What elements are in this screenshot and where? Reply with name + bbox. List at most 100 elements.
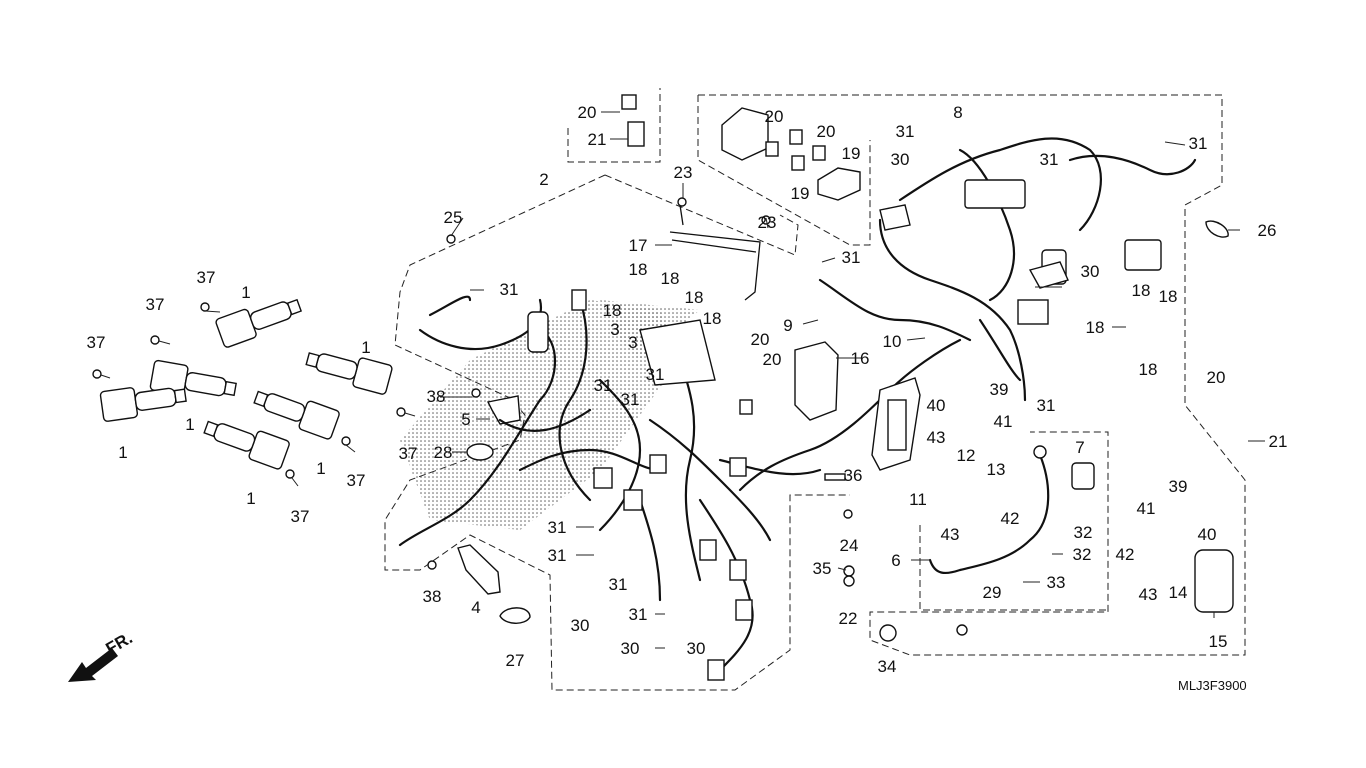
callout-31: 31 xyxy=(548,546,567,565)
callout-36: 36 xyxy=(844,466,863,485)
terminal-7 xyxy=(1071,462,1095,490)
callout-18: 18 xyxy=(703,309,722,328)
bolt-37-b xyxy=(150,335,171,345)
callout-37: 37 xyxy=(291,507,310,526)
callout-1: 1 xyxy=(246,489,255,508)
callout-39: 39 xyxy=(990,380,1009,399)
callout-28: 28 xyxy=(434,443,453,462)
callout-18: 18 xyxy=(603,301,622,320)
callout-18: 18 xyxy=(629,260,648,279)
ignition-coil-bottom xyxy=(203,420,290,470)
sub-harness-17 xyxy=(669,197,771,301)
callout-3: 3 xyxy=(610,320,619,339)
bolt-37-a xyxy=(200,302,221,313)
fuse-box-15 xyxy=(1194,549,1234,613)
callout-29: 29 xyxy=(983,583,1002,602)
callout-31: 31 xyxy=(609,575,628,594)
bracket-5 xyxy=(486,395,521,425)
callout-24: 24 xyxy=(840,536,859,555)
callout-14: 14 xyxy=(1169,583,1188,602)
callout-15: 15 xyxy=(1209,632,1228,651)
callout-30: 30 xyxy=(687,639,706,658)
relay-box xyxy=(721,107,861,201)
callout-6: 6 xyxy=(891,551,900,570)
callout-12: 12 xyxy=(957,446,976,465)
right-wire-harness xyxy=(818,137,1197,402)
callout-20: 20 xyxy=(751,330,770,349)
callout-7: 7 xyxy=(1075,438,1084,457)
callout-18: 18 xyxy=(1086,318,1105,337)
callout-43: 43 xyxy=(1139,585,1158,604)
ignition-coil-left-low xyxy=(99,387,187,422)
callout-43: 43 xyxy=(927,428,946,447)
callout-37: 37 xyxy=(197,268,216,287)
bolt-37-d xyxy=(396,407,416,417)
callout-20: 20 xyxy=(763,350,782,369)
callout-37: 37 xyxy=(399,444,418,463)
callout-16: 16 xyxy=(851,349,870,368)
callout-19: 19 xyxy=(842,144,861,163)
callout-18: 18 xyxy=(685,288,704,307)
ignition-coil-left-mid xyxy=(149,359,237,397)
grommet-34 xyxy=(879,624,897,642)
bolt-36 xyxy=(824,473,846,481)
small-parts xyxy=(446,220,1229,642)
callout-27: 27 xyxy=(506,651,525,670)
callout-18: 18 xyxy=(661,269,680,288)
group-outlines xyxy=(384,88,1246,691)
callout-43: 43 xyxy=(941,525,960,544)
callout-19: 19 xyxy=(791,184,810,203)
callout-21: 21 xyxy=(588,130,607,149)
bracket-4 xyxy=(457,544,501,595)
callout-13: 13 xyxy=(987,460,1006,479)
leader-lines xyxy=(440,111,1265,649)
rivet-24 xyxy=(843,509,853,519)
callout-26: 26 xyxy=(1258,221,1277,240)
front-direction-arrow: FR. xyxy=(68,628,136,682)
bolt-37-f xyxy=(285,469,299,487)
ignition-coil-right-mid xyxy=(253,390,340,440)
ground-cable-outline xyxy=(919,525,1108,611)
callout-38: 38 xyxy=(427,387,446,406)
right-harness-outline xyxy=(698,94,1246,656)
bolt-37-e xyxy=(341,436,356,453)
callout-9: 9 xyxy=(783,316,792,335)
ignition-coils xyxy=(99,298,393,470)
relay-inset xyxy=(621,94,645,147)
callout-37: 37 xyxy=(347,471,366,490)
clip-22 xyxy=(843,575,855,587)
relay-inset-outline xyxy=(567,88,661,163)
callout-18: 18 xyxy=(1132,281,1151,300)
callout-31: 31 xyxy=(1037,396,1056,415)
callout-20: 20 xyxy=(1207,368,1226,387)
callout-1: 1 xyxy=(185,415,194,434)
diagram-code: MLJ3F3900 xyxy=(1178,678,1247,693)
callout-1: 1 xyxy=(361,338,370,357)
callout-30: 30 xyxy=(891,150,910,169)
bolt-37-c xyxy=(92,369,111,379)
ground-cable-6 xyxy=(928,445,1095,636)
bolts xyxy=(92,302,846,570)
callout-30: 30 xyxy=(1081,262,1100,281)
callout-40: 40 xyxy=(927,396,946,415)
callout-40: 40 xyxy=(1198,525,1217,544)
callout-32: 32 xyxy=(1073,545,1092,564)
main-harness-outline xyxy=(384,174,850,691)
grommet-28 xyxy=(466,443,494,461)
main-wire-harness xyxy=(398,289,1234,681)
callout-1: 1 xyxy=(316,459,325,478)
callout-1: 1 xyxy=(241,283,250,302)
callout-18: 18 xyxy=(1139,360,1158,379)
callout-32: 32 xyxy=(1074,523,1093,542)
callout-31: 31 xyxy=(621,390,640,409)
callout-31: 31 xyxy=(500,280,519,299)
callout-38: 38 xyxy=(423,587,442,606)
callout-labels: 1 1 1 1 1 1 2 3 3 4 5 6 7 8 9 10 11 12 1… xyxy=(87,103,1288,676)
callout-21: 21 xyxy=(1269,432,1288,451)
callout-5: 5 xyxy=(461,410,470,429)
callout-31: 31 xyxy=(594,376,613,395)
ignition-coil-top xyxy=(215,298,303,348)
sub-harness-outline xyxy=(604,174,799,256)
tray-16 xyxy=(794,341,839,421)
